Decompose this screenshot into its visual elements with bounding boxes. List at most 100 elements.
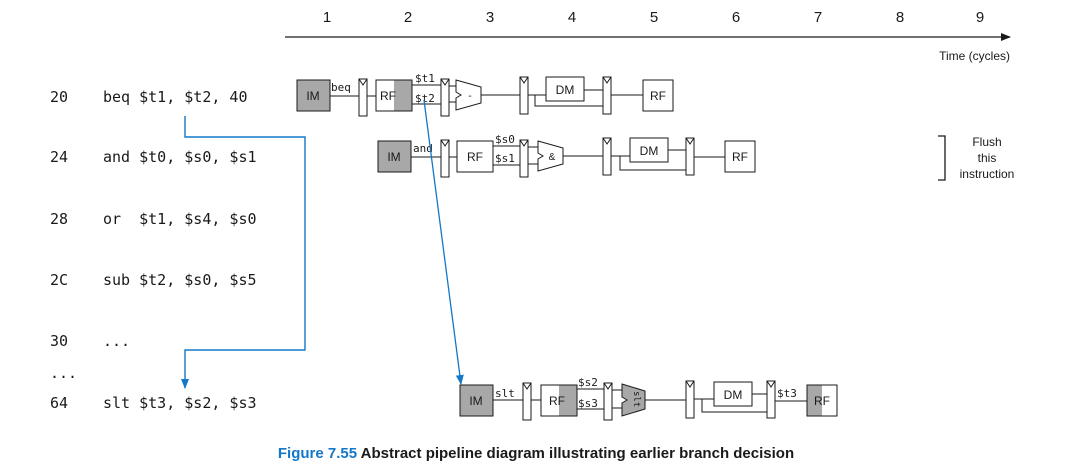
register-clock-mark <box>440 78 450 86</box>
src2-label: $t2 <box>415 92 435 105</box>
register-file-write-shade <box>807 385 822 416</box>
rf-label: RF <box>467 150 483 164</box>
pipeline-register <box>522 382 532 421</box>
cycle-label-1: 1 <box>323 9 331 26</box>
instr-code-beq: beq $t1, $t2, 40 <box>103 88 248 106</box>
cycle-label-6: 6 <box>732 9 740 26</box>
rf-writeback-label: RF <box>650 89 666 103</box>
register-clock-mark <box>602 137 612 145</box>
rf-writeback-label: RF <box>814 394 830 408</box>
register-clock-mark <box>766 380 776 388</box>
im-label: IM <box>469 394 482 408</box>
instr-addr-64: 64 <box>50 394 68 412</box>
register-clock-mark <box>358 78 368 86</box>
cycle-label-7: 7 <box>814 9 822 26</box>
op-label: beq <box>331 81 351 94</box>
instr-code-and: and $t0, $s0, $s1 <box>103 148 257 166</box>
register-file-outline <box>540 384 578 417</box>
op-label: and <box>413 142 433 155</box>
pipeline-register <box>603 382 613 421</box>
pipeline-row-slt: IM slt RF $s2 $s3 slt DM $t3 RF <box>459 376 838 421</box>
register-file-writeback <box>724 140 756 173</box>
register-clock-mark <box>685 380 695 388</box>
alu <box>621 383 646 417</box>
flush-annotation: Flush this instruction <box>938 135 1014 181</box>
im-label: IM <box>306 89 319 103</box>
data-memory <box>629 137 669 163</box>
time-axis: 1 2 3 4 5 6 7 8 9 Time (cycles) <box>285 9 1011 63</box>
alu-op-label: & <box>549 152 556 163</box>
register-clock-mark <box>522 382 532 390</box>
instr-code-ellipsis: ... <box>103 332 130 350</box>
figure-number: Figure 7.55 <box>278 445 357 462</box>
instruction-list: 20 beq $t1, $t2, 40 24 and $t0, $s0, $s1… <box>50 88 257 412</box>
alu-op-label: - <box>468 91 471 102</box>
pipeline-row-and: IM and RF $s0 $s1 & DM RF <box>377 133 756 178</box>
im-unit <box>296 79 331 112</box>
register-file-read-shade <box>394 80 412 111</box>
instr-addr-28: 28 <box>50 210 68 228</box>
wire <box>534 95 603 107</box>
cycle-label-2: 2 <box>404 9 412 26</box>
rf-writeback-label: RF <box>732 150 748 164</box>
alu <box>537 140 564 172</box>
dm-label: DM <box>724 388 743 402</box>
instr-code-sub: sub $t2, $s0, $s5 <box>103 271 257 289</box>
register-clock-mark <box>440 139 450 147</box>
src2-label: $s1 <box>495 152 515 165</box>
pipeline-register <box>519 139 529 178</box>
cycle-label-8: 8 <box>896 9 904 26</box>
register-file-outline <box>375 79 413 112</box>
cycle-label-4: 4 <box>568 9 576 26</box>
flush-bracket <box>938 135 946 181</box>
wire <box>701 399 767 413</box>
pipeline-register <box>766 380 776 419</box>
data-memory <box>545 76 585 102</box>
im-label: IM <box>387 150 400 164</box>
instr-addr-30: 30 <box>50 332 68 350</box>
register-clock-mark <box>602 76 612 84</box>
dest-label: $t3 <box>777 387 797 400</box>
register-clock-mark <box>603 382 613 390</box>
branch-decision-arrow <box>423 99 464 385</box>
dm-label: DM <box>556 83 575 97</box>
register-file-writeback-outline <box>806 384 838 417</box>
branch-target-arrow <box>181 116 306 389</box>
figure-caption-text: Abstract pipeline diagram illustrating e… <box>357 445 794 462</box>
figure-caption: Figure 7.55 Abstract pipeline diagram il… <box>278 445 794 462</box>
instr-code-slt: slt $t3, $s2, $s3 <box>103 394 257 412</box>
op-label: slt <box>495 387 515 400</box>
pipeline-register <box>440 139 450 178</box>
time-label: Time (cycles) <box>939 49 1010 63</box>
src2-label: $s3 <box>578 397 598 410</box>
pipeline-register <box>440 78 450 117</box>
im-unit <box>459 384 494 417</box>
pipeline-register <box>358 78 368 117</box>
rf-label: RF <box>549 394 565 408</box>
instr-addr-2c: 2C <box>50 271 68 289</box>
alu-op-label: slt <box>631 391 641 407</box>
flush-text-line3: instruction <box>960 167 1015 181</box>
register-clock-mark <box>519 139 529 147</box>
data-memory <box>713 381 753 407</box>
register-file-read-shade <box>559 385 577 416</box>
alu <box>455 79 482 111</box>
dm-label: DM <box>640 144 659 158</box>
src1-label: $t1 <box>415 72 435 85</box>
im-unit <box>377 140 412 173</box>
register-clock-mark <box>685 137 695 145</box>
instr-code-or: or $t1, $s4, $s0 <box>103 210 257 228</box>
cycle-label-9: 9 <box>976 9 984 26</box>
instr-addr-24: 24 <box>50 148 68 166</box>
flush-text-line2: this <box>978 151 997 165</box>
flush-text-line1: Flush <box>972 135 1001 149</box>
pipeline-row-beq: IM beq RF $t1 $t2 - DM RF <box>296 72 674 117</box>
rf-label: RF <box>380 89 396 103</box>
cycle-label-5: 5 <box>650 9 658 26</box>
src1-label: $s0 <box>495 133 515 146</box>
register-file <box>456 140 494 173</box>
cycle-label-3: 3 <box>486 9 494 26</box>
instr-addr-ellipsis: ... <box>50 364 77 382</box>
src1-label: $s2 <box>578 376 598 389</box>
